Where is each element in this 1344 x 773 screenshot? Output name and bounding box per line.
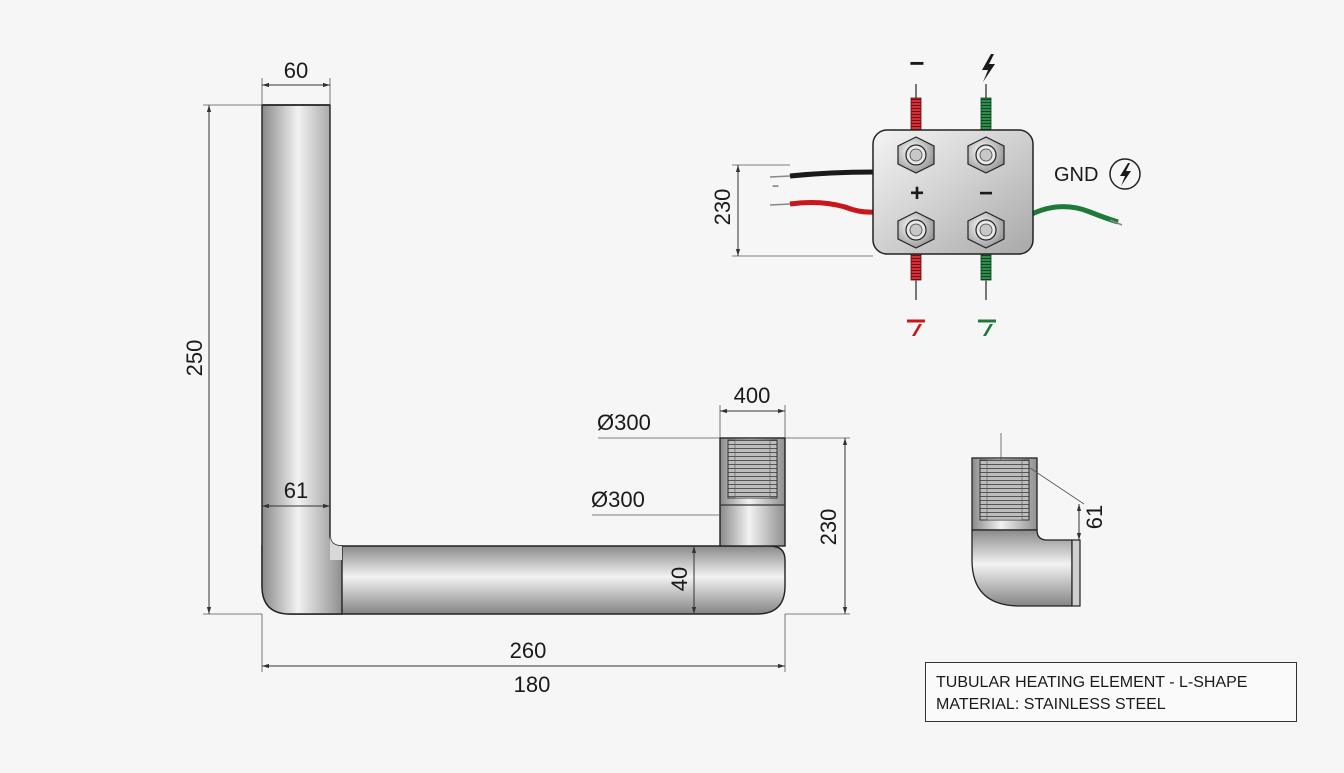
ground-lightning-icon — [1109, 158, 1141, 190]
dim-end-width: 400 — [734, 383, 771, 408]
dim-pipe-thickness: 40 — [667, 567, 692, 591]
terminal-nut — [897, 136, 935, 174]
l-shaped-heating-element — [261, 104, 786, 615]
terminal-stud-green-bottom — [980, 249, 992, 300]
title-block: TUBULAR HEATING ELEMENT - L-SHAPE MATERI… — [925, 662, 1297, 722]
vertical-leg — [261, 104, 343, 615]
dim-length-total: 260 — [510, 638, 547, 663]
junction-box-body — [872, 129, 1034, 255]
red-polarity-marker — [907, 319, 925, 336]
dim-height: 250 — [182, 340, 207, 377]
minus-label: − — [979, 180, 993, 207]
terminal-nut — [967, 211, 1005, 249]
title-line-2: MATERIAL: STAINLESS STEEL — [936, 696, 1166, 713]
title-line-1: TUBULAR HEATING ELEMENT - L-SHAPE — [936, 674, 1248, 691]
junction-box: + − − GND − − 230 — [710, 48, 1141, 336]
dim-pipe-diameter: 61 — [284, 478, 308, 503]
gnd-label: GND — [1054, 164, 1098, 186]
dim-junction-height: 230 — [710, 189, 735, 226]
dim-diameter-upper: Ø300 — [597, 410, 651, 435]
dim-diameter-lower: Ø300 — [591, 487, 645, 512]
dim-end-height: 230 — [816, 509, 841, 546]
terminal-nut — [967, 136, 1005, 174]
green-polarity-marker — [978, 319, 996, 336]
dim-length-inner: 180 — [514, 672, 551, 697]
fitting-detail-view: 61 — [971, 433, 1107, 607]
plus-label: + — [910, 180, 924, 207]
wire-mark-black: − — [772, 179, 779, 193]
red-wire — [789, 200, 875, 215]
main-dimensions: 60 250 61 400 Ø300 Ø300 230 40 260 1 — [182, 58, 850, 697]
terminal-nut — [897, 211, 935, 249]
dim-detail: 61 — [1082, 505, 1107, 529]
top-minus-symbol: − — [909, 48, 924, 78]
terminal-stud-red-bottom — [910, 249, 922, 300]
green-wire — [1028, 204, 1119, 225]
dim-top-width: 60 — [284, 58, 308, 83]
black-wire — [789, 169, 875, 179]
lightning-icon — [982, 54, 995, 82]
fitting-elbow — [971, 529, 1073, 607]
